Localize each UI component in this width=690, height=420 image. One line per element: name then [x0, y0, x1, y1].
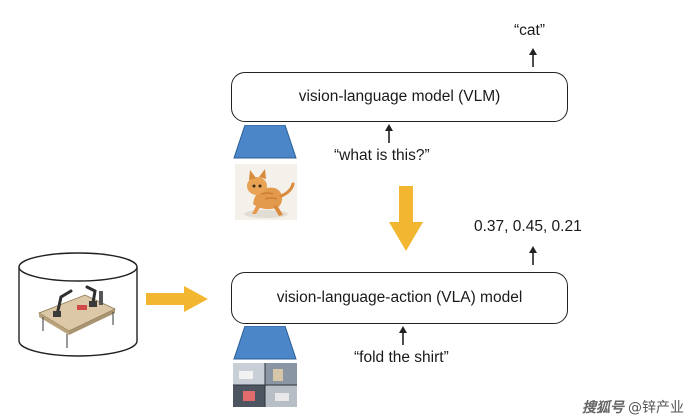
vlm-image-encoder [233, 125, 297, 159]
database-cylinder-icon [18, 252, 138, 357]
vlm-output-arrow-icon [529, 48, 537, 67]
watermark-text: @锌产业 [628, 400, 684, 416]
vlm-model-box: vision-language model (VLM) [231, 72, 568, 122]
watermark-logo: 搜狐号 [582, 400, 624, 416]
robot-arm-photo-icon [38, 285, 116, 348]
vla-prompt-arrow-icon [399, 326, 407, 345]
vlm-prompt-text: “what is this?” [334, 147, 430, 164]
dataset-to-vla-arrow-icon [146, 286, 208, 312]
vla-prompt-text: “fold the shirt” [354, 349, 449, 366]
transition-down-arrow-icon [389, 186, 423, 251]
watermark: 搜狐号@锌产业 [582, 397, 684, 417]
vla-output-text: 0.37, 0.45, 0.21 [474, 218, 582, 235]
vlm-prompt-arrow-icon [385, 124, 393, 143]
robot-camera-photo-icon [233, 363, 297, 407]
vla-output-arrow-icon [529, 246, 537, 265]
vlm-model-label: vision-language model (VLM) [298, 88, 501, 105]
vla-model-label: vision-language-action (VLA) model [276, 289, 523, 306]
vla-image-encoder [233, 326, 297, 360]
cat-photo-icon [235, 164, 297, 220]
vla-model-box: vision-language-action (VLA) model [231, 272, 568, 324]
vlm-output-text: “cat” [514, 22, 545, 39]
